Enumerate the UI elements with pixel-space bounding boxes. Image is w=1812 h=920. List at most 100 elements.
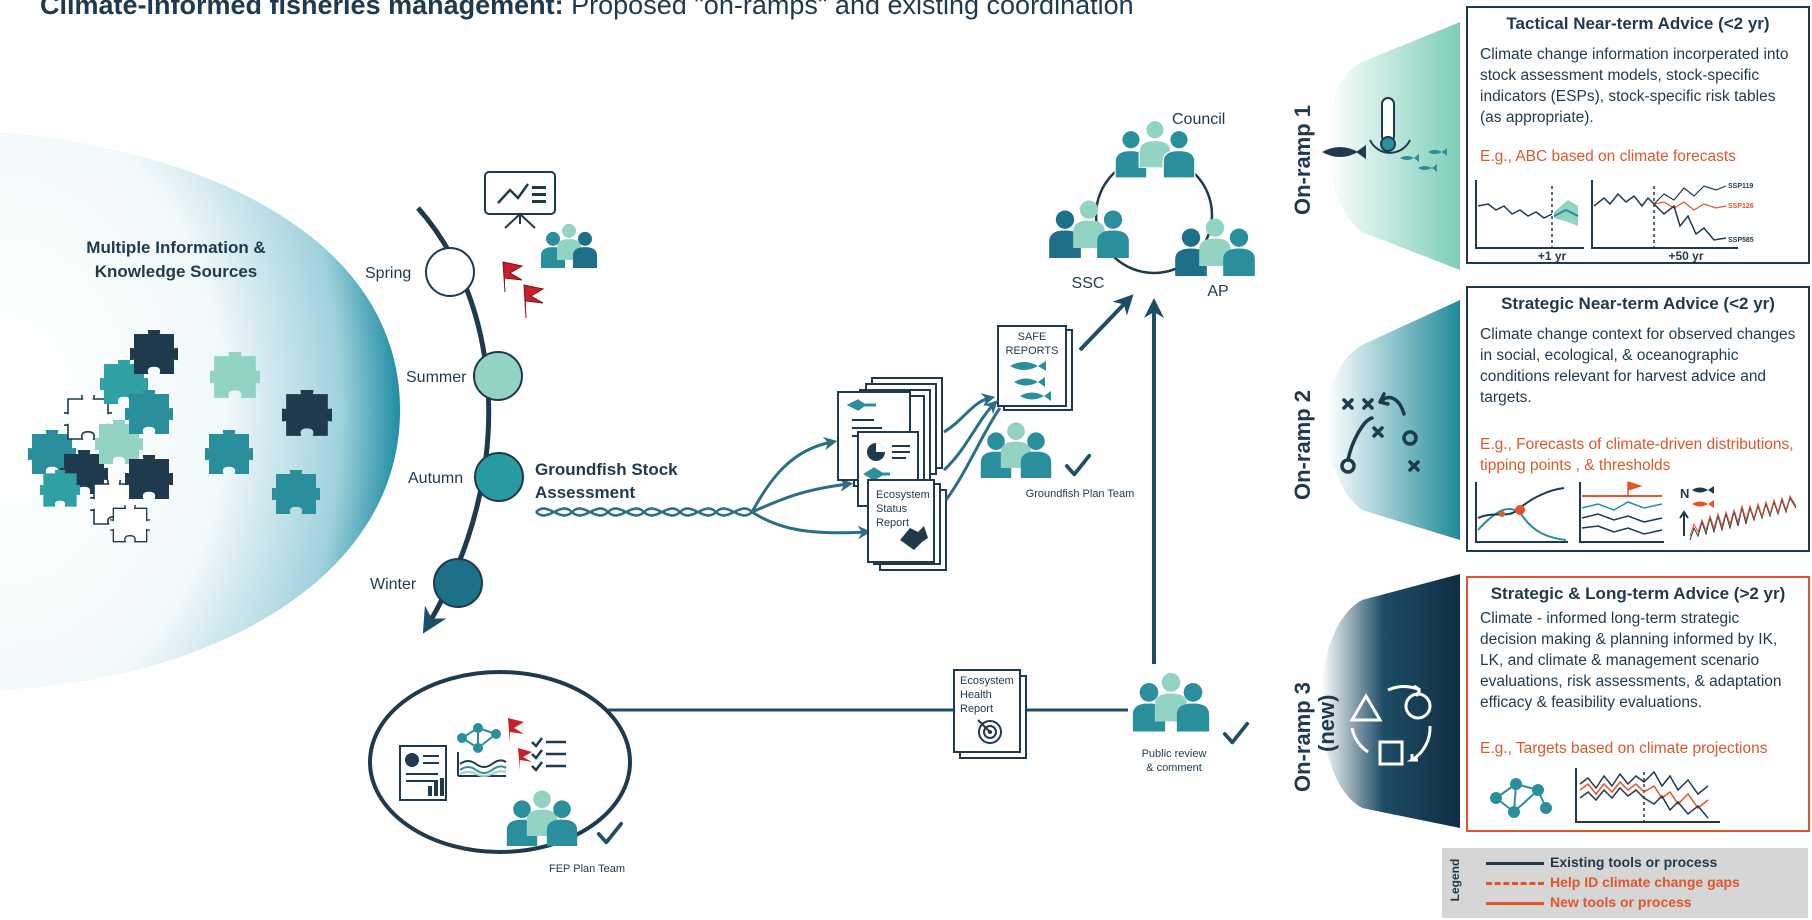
plus-1yr-forecast-band — [1554, 200, 1578, 226]
winter-marker — [433, 558, 483, 608]
tactical-advice-title: Tactical Near-term Advice (<2 yr) — [1506, 14, 1770, 33]
ecosystem-health-report: Ecosystem Health Report — [953, 669, 1027, 759]
ap-icon — [1175, 218, 1255, 276]
projection-dark-line — [1579, 786, 1709, 819]
tactical-advice-example: E.g., ABC based on climate forecasts — [1480, 148, 1736, 165]
season-spring-label: Spring — [365, 265, 411, 282]
report-chart-icon — [399, 745, 447, 801]
ssp585-line — [1653, 203, 1727, 241]
tipping-point-small-marker — [1499, 511, 1505, 517]
shift-fish-icon — [1692, 500, 1714, 508]
ssc-label: SSC — [1072, 275, 1105, 292]
ssp119-line — [1653, 185, 1727, 205]
assessment-label-line-2: Assessment — [535, 483, 636, 502]
on-ramp-3-label: On-ramp 3 — [1290, 682, 1315, 792]
projection-axes — [1575, 768, 1720, 823]
trend-lines-icon — [457, 752, 507, 777]
public-review-team-icon — [1132, 673, 1250, 745]
north-label: N — [1680, 486, 1689, 501]
thermometer-fish-icon — [1322, 97, 1447, 172]
legend-line-gaps — [1486, 882, 1544, 885]
legend-title: Legend — [1448, 858, 1462, 902]
council-icon — [1114, 119, 1196, 178]
information-sources-dome — [0, 132, 400, 690]
plus-50yr-history-line — [1593, 192, 1655, 208]
safe-reports-document: SAFE REPORTS — [997, 325, 1073, 411]
sources-label-line-1: Multiple Information & — [86, 238, 265, 257]
tipping-point-marker — [1515, 505, 1525, 515]
red-flags-icon — [502, 261, 545, 319]
strategic-long-term-body: Climate - informed long-term strategic d… — [1480, 610, 1782, 711]
strategic-near-term-example: E.g., Forecasts of climate-driven distri… — [1480, 436, 1794, 474]
tipping-curve-teal — [1477, 508, 1567, 541]
legend-line-existing — [1486, 862, 1544, 865]
tipping-point-axes — [1475, 482, 1568, 543]
ecosystem-health-line-2: Health — [960, 689, 992, 701]
strategic-long-term-box: Strategic & Long-term Advice (>2 yr) Cli… — [1466, 576, 1810, 832]
groundfish-plan-team-label: Groundfish Plan Team — [1026, 488, 1135, 500]
distribution-forecast-charts: N — [1475, 481, 1797, 543]
threshold-axes — [1579, 482, 1664, 543]
ssp126-line — [1653, 201, 1727, 211]
assessment-label-line-1: Groundfish Stock — [535, 460, 678, 479]
ecosystem-status-line-1: Ecosystem — [876, 489, 930, 501]
safe-reports-line-2: REPORTS — [1006, 345, 1059, 357]
legend-existing-label: Existing tools or process — [1550, 854, 1718, 870]
tactical-advice-body: Climate change information incorperated … — [1480, 46, 1789, 126]
plus-50yr-label: +50 yr — [1668, 249, 1703, 262]
legend-new-label: New tools or process — [1550, 894, 1692, 910]
plus-1yr-label: +1 yr — [1538, 249, 1567, 262]
plus-1yr-forecast-line — [1553, 208, 1579, 217]
stack-to-safe-arrows — [942, 393, 1002, 501]
legend: Legend Existing tools or process Help ID… — [1442, 848, 1808, 918]
safe-reports-line-1: SAFE — [1018, 331, 1047, 343]
sources-label-line-2: Knowledge Sources — [95, 262, 257, 281]
ecosystem-health-line-3: Report — [960, 703, 993, 715]
climate-projection-charts — [1490, 768, 1720, 823]
ssc-icon — [1049, 200, 1129, 258]
safe-to-council-arrow — [1078, 294, 1134, 352]
on-ramp-2-funnel — [1326, 300, 1460, 540]
threshold-series-1 — [1581, 501, 1663, 511]
public-review-label-2: & comment — [1146, 762, 1202, 774]
north-fish-icon — [1692, 486, 1714, 494]
title-rest: Proposed "on-ramps" and existing coordin… — [564, 0, 1134, 20]
strategy-play-icon — [1340, 392, 1420, 474]
on-ramp-2-label: On-ramp 2 — [1290, 390, 1315, 500]
ssp585-label: SSP585 — [1728, 237, 1754, 244]
strategic-near-term-body: Climate change context for observed chan… — [1480, 326, 1796, 406]
fep-plan-team-label: FEP Plan Team — [549, 863, 625, 875]
legend-gaps-label: Help ID climate change gaps — [1550, 874, 1740, 890]
ecosystem-status-report: Ecosystem Status Report — [867, 479, 947, 571]
ssp119-label: SSP119 — [1728, 183, 1753, 190]
ecosystem-health-line-1: Ecosystem — [960, 675, 1014, 687]
groundfish-plan-team-icon — [980, 422, 1092, 478]
autumn-marker — [474, 452, 524, 502]
on-ramp-3-sublabel: (new) — [1314, 695, 1339, 752]
ssp126-label: SSP126 — [1728, 203, 1754, 210]
plus-1yr-axes — [1475, 180, 1584, 249]
public-review-label-1: Public review — [1142, 748, 1207, 760]
page-title: Climate-informed fisheries management: P… — [40, 0, 1134, 20]
network-graph-icon — [457, 723, 501, 753]
checklist-icon — [531, 737, 566, 772]
shapes-cycle-icon — [1349, 684, 1432, 766]
ap-label: AP — [1207, 283, 1228, 300]
council-label: Council — [1172, 111, 1225, 128]
fep-flags-icon — [508, 718, 532, 770]
spring-marker — [425, 247, 475, 297]
presentation-board-icon — [484, 171, 556, 229]
distribution-noise-orange — [1689, 494, 1797, 537]
plus-50yr-axes — [1591, 180, 1738, 249]
tactical-forecast-charts: +1 yr SSP119 SSP126 SSP585 +50 yr — [1475, 180, 1754, 262]
title-bold: Climate-informed fisheries management: — [40, 0, 564, 20]
strategic-near-term-box: Strategic Near-term Advice (<2 yr) Clima… — [1466, 286, 1810, 552]
threshold-flag-icon — [1627, 481, 1643, 496]
strategic-near-term-title: Strategic Near-term Advice (<2 yr) — [1501, 294, 1775, 313]
projection-orange-line — [1579, 780, 1709, 810]
season-winter-label: Winter — [370, 576, 417, 593]
plus-1yr-history-line — [1477, 203, 1553, 219]
spring-team-icon — [540, 223, 598, 268]
north-arrow-icon — [1679, 510, 1689, 536]
